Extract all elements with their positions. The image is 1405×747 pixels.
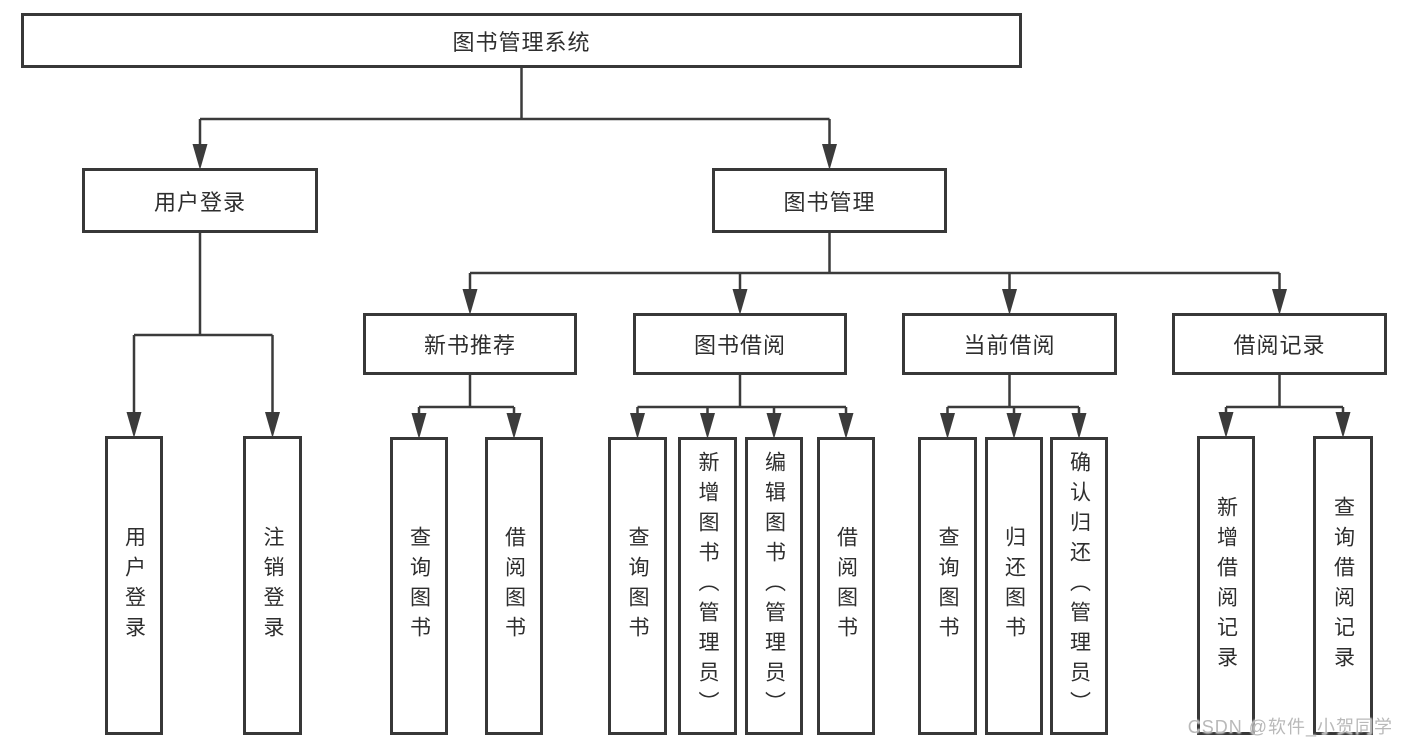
arrowhead-icon [940,413,955,439]
arrowhead-icon [1272,289,1287,315]
arrowhead-icon [411,413,427,439]
node-current-borrow: 当前借阅 [902,313,1117,375]
arrowhead-icon [1006,413,1022,439]
arrowhead-icon [700,413,715,439]
node-label-current-borrow: 当前借阅 [963,333,1056,358]
node-label-user-login: 用户登录 [153,189,246,215]
node-leaf-br-query: 查询借阅记录 [1313,436,1373,735]
node-leaf-br-add: 新增借阅记录 [1197,436,1255,735]
node-leaf-bb-query: 查询图书 [608,437,667,735]
node-label-leaf-br-query: 查询借阅记录 [1331,495,1355,676]
node-book-mgmt: 图书管理 [712,168,947,233]
node-new-book: 新书推荐 [363,313,577,375]
node-label-leaf-br-add: 新增借阅记录 [1214,495,1238,676]
node-label-leaf-nb-borrow: 借阅图书 [502,526,526,646]
node-book-borrow: 图书借阅 [633,313,847,375]
node-leaf-cb-confirm: 确认归还（管理员） [1050,437,1108,735]
arrowhead-icon [1335,412,1351,438]
node-label-leaf-bb-add: 新增图书（管理员） [696,451,719,721]
arrowhead-icon [630,413,645,439]
node-leaf-user-login: 用户登录 [105,436,163,735]
arrowhead-icon [126,412,142,438]
node-leaf-bb-borrow: 借阅图书 [817,437,875,735]
node-label-book-mgmt: 图书管理 [783,189,876,215]
arrowhead-icon [1218,412,1234,438]
node-label-leaf-cb-confirm: 确认归还（管理员） [1067,451,1091,721]
node-label-leaf-user-login: 用户登录 [122,525,146,646]
node-leaf-nb-query: 查询图书 [390,437,448,735]
node-label-leaf-cb-query: 查询图书 [936,526,959,646]
node-label-leaf-logout: 注销登录 [261,525,284,646]
arrowhead-icon [732,289,748,315]
node-leaf-cb-query: 查询图书 [918,437,977,735]
arrowhead-icon [822,144,837,170]
node-leaf-bb-add: 新增图书（管理员） [678,437,737,735]
node-label-root: 图书管理系统 [452,29,591,55]
node-borrow-record: 借阅记录 [1172,313,1387,375]
node-label-leaf-bb-borrow: 借阅图书 [834,526,858,646]
node-leaf-logout: 注销登录 [243,436,302,735]
node-user-login: 用户登录 [82,168,318,233]
node-label-borrow-record: 借阅记录 [1233,333,1326,358]
node-leaf-cb-return: 归还图书 [985,437,1043,735]
arrowhead-icon [1002,289,1017,315]
arrowhead-icon [506,413,522,439]
node-label-leaf-bb-edit: 编辑图书（管理员） [762,451,786,721]
arrowhead-icon [462,289,478,315]
node-leaf-nb-borrow: 借阅图书 [485,437,543,735]
node-label-new-book: 新书推荐 [423,333,516,358]
arrowhead-icon [265,412,280,438]
node-label-leaf-nb-query: 查询图书 [407,526,431,646]
node-leaf-bb-edit: 编辑图书（管理员） [745,437,803,735]
node-root: 图书管理系统 [21,13,1022,68]
arrowhead-icon [192,144,208,170]
arrowhead-icon [766,413,782,439]
arrowhead-icon [838,413,854,439]
arrowhead-icon [1071,413,1087,439]
node-label-leaf-cb-return: 归还图书 [1002,526,1026,646]
node-label-leaf-bb-query: 查询图书 [626,526,649,646]
node-label-book-borrow: 图书借阅 [693,333,786,358]
